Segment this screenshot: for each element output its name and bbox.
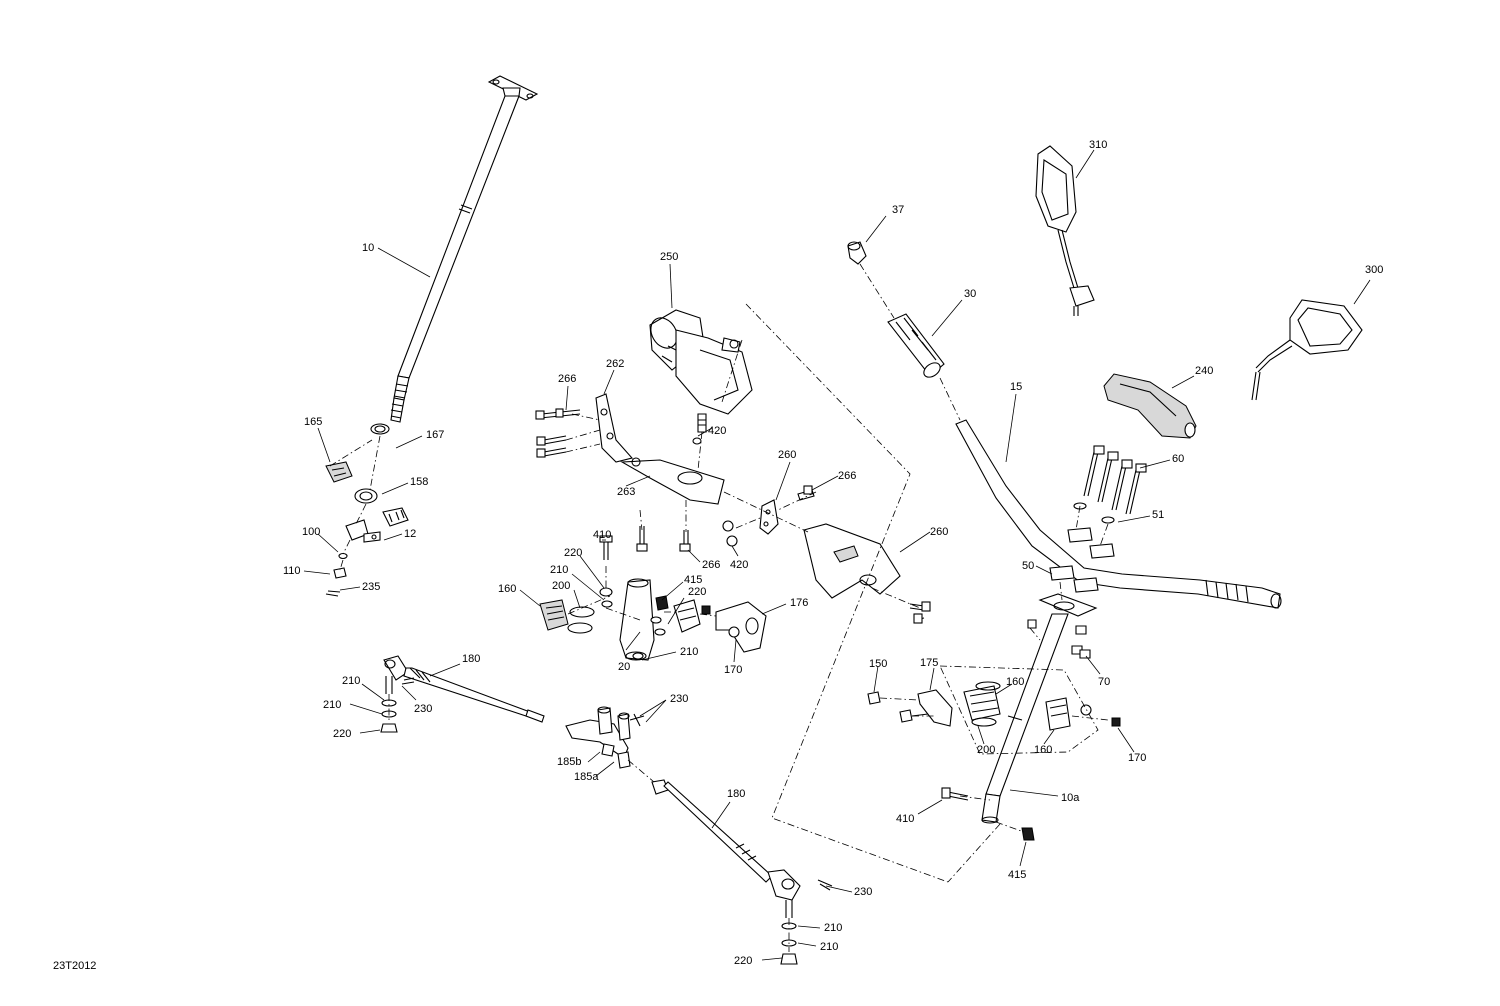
assembly-lines xyxy=(329,263,1109,952)
callout-30: 30 xyxy=(964,288,976,300)
callout-170-b: 170 xyxy=(1128,752,1146,764)
callout-110: 110 xyxy=(283,565,301,577)
callout-220-b: 220 xyxy=(688,586,706,598)
part-bracket-260 xyxy=(722,485,931,624)
drawing-id: 23T2012 xyxy=(53,960,97,972)
callout-310: 310 xyxy=(1089,139,1107,151)
callout-15: 15 xyxy=(1010,381,1022,393)
part-grip-end-and-grip xyxy=(847,241,945,378)
part-steering-column-upper xyxy=(390,75,539,423)
part-column-lower-hardware xyxy=(325,423,409,597)
part-lower-column-brackets xyxy=(867,681,1121,731)
callout-150: 150 xyxy=(869,658,887,670)
callout-250: 250 xyxy=(660,251,678,263)
callout-160-b: 160 xyxy=(1006,676,1024,688)
callout-263: 263 xyxy=(617,486,635,498)
callout-167: 167 xyxy=(426,429,444,441)
callout-10: 10 xyxy=(362,242,374,254)
callout-180-a: 180 xyxy=(462,653,480,665)
callout-100: 100 xyxy=(302,526,320,538)
callout-262: 262 xyxy=(606,358,624,370)
callout-10a: 10a xyxy=(1061,792,1080,804)
part-brackets xyxy=(595,393,725,505)
callout-160-c: 160 xyxy=(1034,744,1052,756)
callout-220-d: 220 xyxy=(734,955,752,967)
part-tie-rod-left xyxy=(380,655,545,733)
callout-70: 70 xyxy=(1098,676,1110,688)
callout-210-f: 210 xyxy=(820,941,838,953)
callout-230-c: 230 xyxy=(854,886,872,898)
callout-420-a: 420 xyxy=(708,425,726,437)
callout-60: 60 xyxy=(1172,453,1184,465)
part-mirror-left xyxy=(1035,145,1095,316)
callout-300: 300 xyxy=(1365,264,1383,276)
callout-210-e: 210 xyxy=(824,922,842,934)
leader-lines xyxy=(303,149,1371,961)
callout-185b: 185b xyxy=(557,756,581,768)
callout-180-b: 180 xyxy=(727,788,745,800)
callout-240: 240 xyxy=(1195,365,1213,377)
callout-230-b: 230 xyxy=(670,693,688,705)
callout-50: 50 xyxy=(1022,560,1034,572)
callout-235: 235 xyxy=(362,581,380,593)
callout-210-a: 210 xyxy=(550,564,568,576)
part-drawings xyxy=(325,75,1363,965)
part-tie-rod-right xyxy=(651,779,833,965)
callout-labels: 10 165 167 158 100 12 110 235 250 262 26… xyxy=(283,139,1383,967)
callout-410-b: 410 xyxy=(896,813,914,825)
callout-210-c: 210 xyxy=(342,675,360,687)
part-handlebar xyxy=(955,419,1282,609)
callout-410-a: 410 xyxy=(593,529,611,541)
callout-175: 175 xyxy=(920,657,938,669)
part-pitman-arm-assembly xyxy=(539,578,767,661)
callout-210-b: 210 xyxy=(680,646,698,658)
callout-170-a: 170 xyxy=(724,664,742,676)
callout-266-a: 266 xyxy=(558,373,576,385)
callout-230-a: 230 xyxy=(414,703,432,715)
part-power-steering-unit xyxy=(649,309,753,445)
callout-37: 37 xyxy=(892,204,904,216)
part-idler-arm xyxy=(565,706,645,769)
callout-210-d: 210 xyxy=(323,699,341,711)
callout-200-b: 200 xyxy=(977,744,995,756)
callout-220-a: 220 xyxy=(564,547,582,559)
part-steering-column-lower xyxy=(941,593,1098,841)
part-mirror-right xyxy=(1251,299,1363,401)
callout-415-b: 415 xyxy=(1008,869,1026,881)
callout-20: 20 xyxy=(618,661,630,673)
callout-420-b: 420 xyxy=(730,559,748,571)
part-handlebar-cover xyxy=(1103,373,1197,439)
callout-160-a: 160 xyxy=(498,583,516,595)
callout-260-a: 260 xyxy=(778,449,796,461)
callout-51: 51 xyxy=(1152,509,1164,521)
callout-12: 12 xyxy=(404,528,416,540)
callout-266-b: 266 xyxy=(838,470,856,482)
callout-266-c: 266 xyxy=(702,559,720,571)
callout-220-c: 220 xyxy=(333,728,351,740)
callout-176: 176 xyxy=(790,597,808,609)
part-bolts-upper xyxy=(535,408,581,458)
callout-415-a: 415 xyxy=(684,574,702,586)
callout-200-a: 200 xyxy=(552,580,570,592)
callout-185a: 185a xyxy=(574,771,599,783)
callout-165: 165 xyxy=(304,416,322,428)
callout-158: 158 xyxy=(410,476,428,488)
part-vertical-bolts xyxy=(599,526,691,560)
callout-260-b: 260 xyxy=(930,526,948,538)
